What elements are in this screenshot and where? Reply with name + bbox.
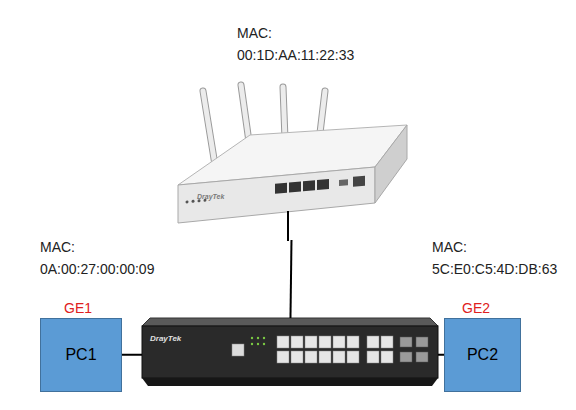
network-cable — [122, 354, 142, 356]
port-label: GE2 — [462, 300, 490, 316]
mac-address: MAC: 0A:00:27:00:00:09 — [40, 236, 175, 280]
mac-address: MAC: 00:1D:AA:11:22:33 — [237, 22, 372, 66]
router-illustration — [178, 85, 407, 241]
port-label: GE1 — [64, 300, 92, 316]
switch-illustration — [142, 318, 438, 386]
router-device: MAC: 00:1D:AA:11:22:33DrayTek — [175, 85, 410, 240]
pc-box: PC2 — [444, 318, 521, 392]
pc-name: PC2 — [467, 346, 498, 364]
pc-name: PC1 — [65, 346, 96, 364]
network-cable — [290, 240, 291, 318]
switch-device: DrayTek — [142, 318, 438, 390]
mac-address: MAC: 5C:E0:C5:4D:DB:63 — [432, 236, 567, 280]
brand-logo: DrayTek — [150, 334, 181, 343]
pc-box: PC1 — [40, 318, 122, 392]
router-front — [178, 167, 375, 223]
brand-logo: DrayTek — [197, 193, 224, 200]
router-side — [375, 125, 407, 203]
router-ports — [186, 176, 366, 204]
wire-stub — [287, 211, 289, 241]
